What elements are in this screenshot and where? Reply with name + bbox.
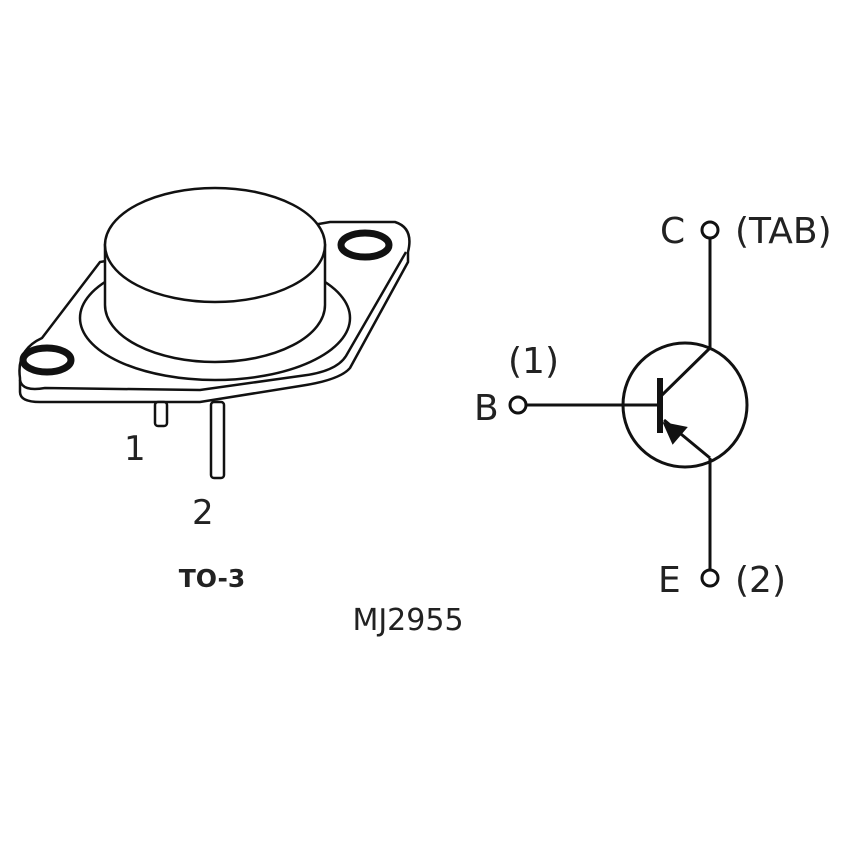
collector-terminal[interactable] bbox=[700, 220, 720, 240]
collector-label: C bbox=[660, 211, 685, 252]
pin-2-label: 2 bbox=[192, 493, 214, 533]
emitter-label: E bbox=[658, 560, 681, 601]
flange-edge bbox=[18, 251, 408, 392]
pnp-transistor-icon bbox=[508, 220, 749, 588]
package-name: TO-3 bbox=[179, 564, 246, 593]
emitter-arrow bbox=[662, 421, 688, 445]
pin-1 bbox=[153, 400, 169, 428]
hole-right bbox=[337, 229, 393, 261]
base-terminal[interactable] bbox=[508, 395, 528, 415]
cap-top bbox=[103, 186, 327, 304]
base-label: B bbox=[474, 388, 499, 429]
hole-left bbox=[19, 344, 75, 376]
emitter-terminal[interactable] bbox=[700, 568, 720, 588]
part-number: MJ2955 bbox=[352, 603, 463, 638]
to3-package-drawing bbox=[18, 186, 411, 480]
collector-pin-label: (TAB) bbox=[735, 211, 832, 252]
emitter-pin-label: (2) bbox=[735, 560, 786, 601]
pin-1-label: 1 bbox=[124, 429, 146, 469]
pin-2 bbox=[209, 400, 226, 480]
base-pin-label: (1) bbox=[508, 341, 559, 382]
collector-diagonal bbox=[658, 346, 712, 399]
